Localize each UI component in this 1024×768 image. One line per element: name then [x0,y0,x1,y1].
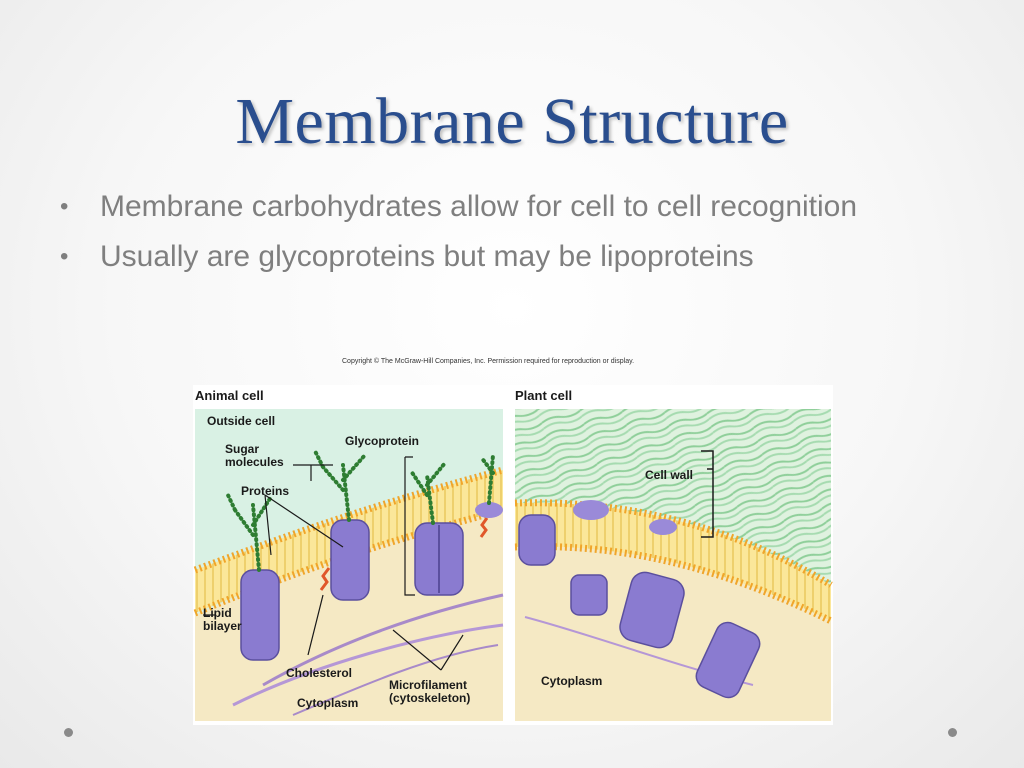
animal-cell-label: Animal cell [195,388,264,403]
bilayer-outer-heads [193,466,504,574]
peripheral-protein [573,500,609,520]
cholesterol-molecule [319,567,331,591]
membrane-illustration [193,409,833,721]
membrane-protein [518,514,556,566]
slide-title: Membrane Structure [235,85,789,158]
animal-panel [193,409,504,721]
corner-dot-left [64,728,73,737]
lipid-bilayer-label: Lipid bilayer [203,606,242,633]
leader-lines [203,456,464,671]
figure-copyright: Copyright © The McGraw-Hill Companies, I… [342,358,635,365]
plant-cytoplasm-label: Cytoplasm [541,674,603,688]
bullet-item-glycoproteins: • Usually are glycoproteins but may be l… [58,238,958,276]
plant-lipid-bilayer [515,502,831,621]
cell-wall-label: Cell wall [645,468,694,482]
bullet-glyph: • [60,193,69,220]
animal-cytoplasm-label: Cytoplasm [297,696,359,710]
bullet-text: Usually are glycoproteins but may be lip… [100,240,754,273]
sugar-molecules-label: Sugar molecules [225,442,284,469]
peripheral-protein [649,519,677,535]
membrane-protein [330,519,370,601]
bullet-item-carbohydrates: • Membrane carbohydrates allow for cell … [58,188,958,226]
plant-panel [514,409,833,721]
membrane-protein [240,569,280,661]
proteins-label: Proteins [241,484,290,498]
microfilament-strand [292,644,499,716]
cholesterol-molecule [479,517,489,538]
bullet-list: • Membrane carbohydrates allow for cell … [58,188,958,288]
microfilament-label: Microfilament (cytoskeleton) [389,678,471,705]
channel-protein [695,621,761,699]
plant-cell-label: Plant cell [515,388,573,403]
bullet-text: Membrane carbohydrates allow for cell to… [100,190,858,223]
bilayer-outer-heads [514,499,833,588]
corner-dot-right [948,728,957,737]
peripheral-protein [475,502,503,518]
cell-wall-bracket [701,450,714,538]
glycoprotein-label: Glycoprotein [345,434,420,448]
outside-cell-label: Outside cell [207,414,276,428]
sugar-chains [225,449,495,572]
membrane-protein [570,574,608,616]
microfilament-strand [232,623,504,707]
bullet-glyph: • [60,243,69,270]
microfilament-strand [262,593,504,687]
cholesterol-label: Cholesterol [286,666,353,680]
bilayer-inner-heads [514,543,833,625]
channel-protein [619,571,685,649]
membrane-figure: Animal cell Outside cell Sugar molecules… [193,385,833,725]
